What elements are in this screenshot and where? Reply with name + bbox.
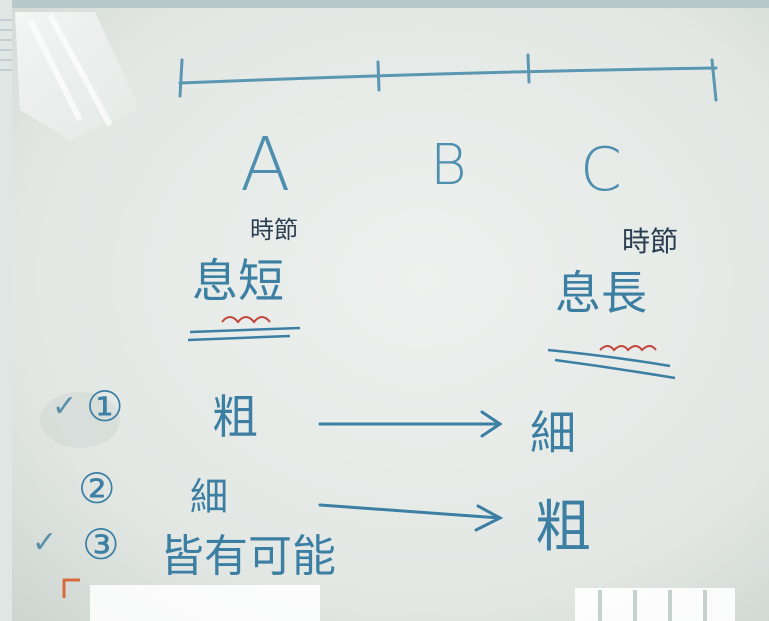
row2-number: ② (78, 464, 116, 513)
row1-number: ① (86, 382, 124, 431)
left-small-text: 時節 (250, 216, 298, 244)
row3-check: ✓ (32, 525, 58, 560)
right-big-text: 息長 (555, 266, 647, 320)
row1-check: ✓ (52, 389, 78, 424)
right-small-text: 時節 (622, 225, 679, 258)
row3-number: ③ (82, 520, 120, 569)
row3-note: 皆有可能 (160, 531, 336, 582)
row1-from: 粗 (212, 390, 258, 444)
row1-to: 細 (530, 406, 576, 460)
row2-from: 細 (190, 475, 229, 519)
row2-to: 粗 (535, 495, 591, 560)
axis-label-c: C (580, 135, 622, 205)
left-big-text: 息短 (192, 254, 284, 308)
axis-label-b: B (430, 133, 467, 198)
axis-label-a: A (240, 122, 291, 208)
